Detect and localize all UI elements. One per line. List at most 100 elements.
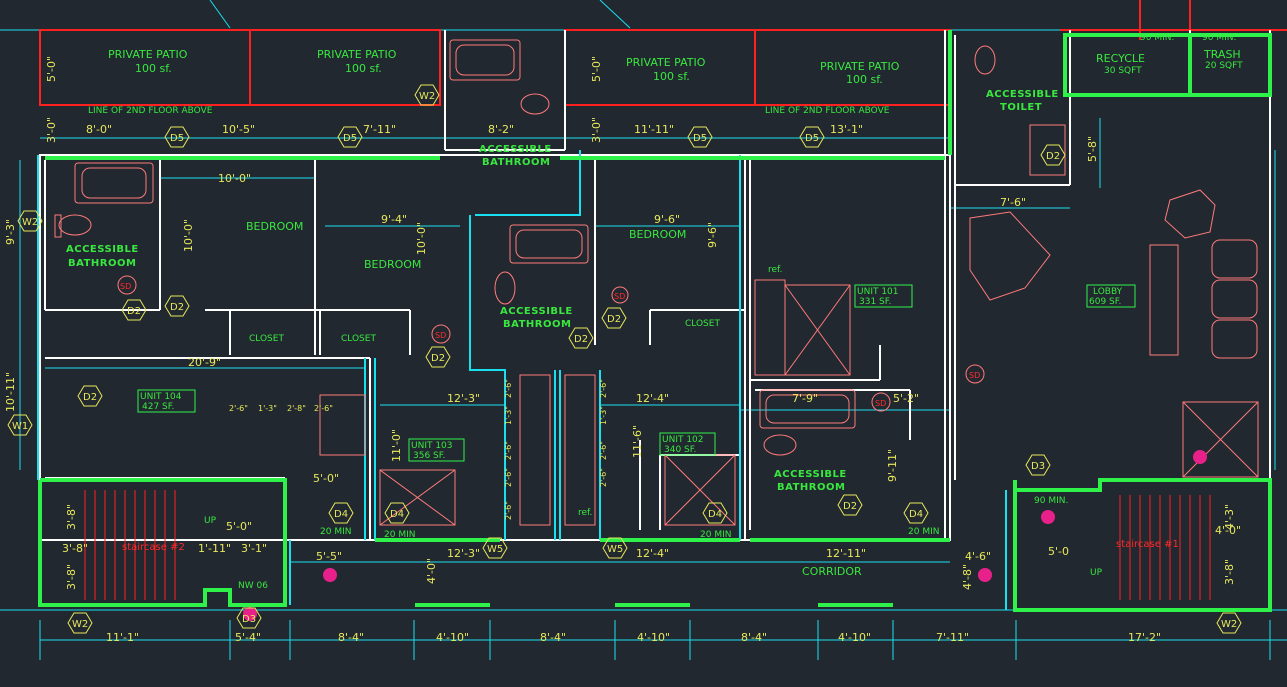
dim-bot-7-11: 7'-11" — [936, 631, 969, 644]
tag-markers — [7, 84, 1242, 634]
dim-left-10-11: 10'-11" — [4, 372, 17, 412]
min20-d: 20 MIN — [908, 527, 939, 537]
bedroom-1-label: BEDROOM — [246, 220, 303, 233]
tag-d4-d: D4 — [909, 509, 923, 520]
toilet-label-a: ACCESSIBLE — [986, 89, 1059, 100]
cyan-walls — [37, 150, 1007, 610]
sd-5: SD — [969, 371, 980, 380]
dim-top-11-11: 11'-11" — [634, 123, 674, 136]
smoke-detectors — [117, 275, 985, 412]
bath-3-label-a: ACCESSIBLE — [500, 306, 573, 317]
fixtures — [54, 39, 1259, 526]
bath-1-label-b: BATHROOM — [68, 258, 136, 269]
sd-2: SD — [435, 331, 446, 340]
bath-2-label-b: BATHROOM — [482, 157, 550, 168]
tag-d5-a: D5 — [170, 133, 184, 144]
dim-k-2-6h: 2'-6" — [599, 468, 608, 487]
ref-1: ref. — [768, 265, 782, 275]
dim-u104-w: 20'-9" — [188, 356, 221, 369]
tag-w5-b: W5 — [607, 544, 623, 555]
dim-stair2-3-8b: 3'-8" — [62, 542, 88, 555]
dim-corr-4-0: 4'-0" — [425, 558, 438, 584]
dim-top-8-2: 8'-2" — [488, 123, 514, 136]
dim-stair1-4-3: 4'-3" — [1223, 504, 1236, 530]
dim-bot-8-4c: 8'-4" — [741, 631, 767, 644]
sd-1: SD — [120, 282, 131, 291]
min20-c: 20 MIN — [700, 530, 731, 540]
dim-stair2-1-11: 1'-11" — [198, 542, 231, 555]
patio-1-name: PRIVATE PATIO — [108, 48, 188, 61]
tag-w2-b: W2 — [22, 217, 38, 228]
dim-bot-4-10a: 4'-10" — [436, 631, 469, 644]
tag-d3-a: D3 — [1031, 461, 1045, 472]
dim-bot-5-4: 5'-4" — [235, 631, 261, 644]
unit-102-box — [659, 432, 716, 456]
tag-d5-b: D5 — [343, 133, 357, 144]
trash-area: 20 SQFT — [1205, 61, 1243, 71]
dim-k-2-6f: 2'-6" — [599, 441, 608, 460]
tag-d5-d: D5 — [805, 133, 819, 144]
tag-d2-e: D2 — [607, 314, 621, 325]
dim-bot-8-4b: 8'-4" — [540, 631, 566, 644]
unit-101-area: 331 SF. — [859, 297, 891, 307]
dim-u103-w: 12'-3" — [447, 392, 480, 405]
unit-103-box — [408, 438, 465, 462]
dim-u101-bath-w: 7'-9" — [792, 392, 818, 405]
dim-k-2-6d: 2'-6" — [504, 441, 513, 460]
bedroom-2-label: BEDROOM — [364, 258, 421, 271]
closet-3-label: CLOSET — [685, 319, 720, 329]
staircase-2-label: staircase #2 — [122, 542, 185, 553]
sd-4: SD — [875, 399, 886, 408]
unit-102-area: 340 SF. — [664, 445, 696, 455]
dim-kitchen-1-3: 1'-3" — [258, 404, 277, 413]
tag-d2-g: D2 — [1046, 151, 1060, 162]
dim-top-8-0: 8'-0" — [86, 123, 112, 136]
dim-corr-12-11: 12'-11" — [826, 547, 866, 560]
recycle-name: RECYCLE — [1096, 52, 1145, 65]
dim-u102-w: 12'-4" — [636, 392, 669, 405]
dim-corr-4-8: 4'-8" — [961, 564, 974, 590]
dimension-lines — [0, 0, 1287, 660]
patio-4-name: PRIVATE PATIO — [820, 60, 900, 73]
dim-bed3-h: 9'-6" — [706, 222, 719, 248]
toilet-label-b: TOILET — [1000, 102, 1042, 113]
dim-lobby-w: 7'-6" — [1000, 196, 1026, 209]
dim-k-2-6i: 2'-6" — [504, 501, 513, 520]
floor-above-note-2: LINE OF 2ND FLOOR ABOVE — [765, 106, 890, 116]
dim-kitchen-2-8: 2'-8" — [287, 404, 306, 413]
staircase-1-label: staircase #1 — [1116, 539, 1179, 550]
dim-u102-h: 11'-6" — [631, 425, 644, 458]
unit-103-area: 356 SF. — [413, 451, 445, 461]
tag-d4-c: D4 — [708, 509, 722, 520]
dim-stair2-5-0: 5'-0" — [226, 520, 252, 533]
patio-3-name: PRIVATE PATIO — [626, 56, 706, 69]
bath-4-label-b: BATHROOM — [777, 482, 845, 493]
dim-kitchen-2-6b: 2'-6" — [314, 404, 333, 413]
min90-c: 90 MIN. — [1034, 496, 1068, 506]
tag-d2-c: D2 — [431, 353, 445, 364]
dim-k-2-6g: 2'-6" — [504, 468, 513, 487]
patio-1-area: 100 sf. — [135, 62, 172, 75]
dim-u103-h: 11'-0" — [390, 429, 403, 462]
bath-2-label-a: ACCESSIBLE — [479, 144, 552, 155]
dim-top-7-11: 7'-11" — [363, 123, 396, 136]
dim-stair1-3-8: 3'-8" — [1223, 559, 1236, 585]
trash-name: TRASH — [1203, 48, 1241, 61]
dim-stair2-3-1: 3'-1" — [241, 542, 267, 555]
bath-4-label-a: ACCESSIBLE — [774, 469, 847, 480]
dim-stair2-3-8a: 3'-8" — [65, 504, 78, 530]
bedroom-3-label: BEDROOM — [629, 228, 686, 241]
dim-corr-12-3: 12'-3" — [447, 547, 480, 560]
stair-treads — [84, 490, 1211, 600]
lobby-name: LOBBY — [1093, 287, 1123, 297]
dim-corr-4-6: 4'-6" — [965, 550, 991, 563]
bath-1-label-a: ACCESSIBLE — [66, 244, 139, 255]
recycle-area: 30 SQFT — [1104, 66, 1142, 76]
dim-bot-11-1: 11'-1" — [106, 631, 139, 644]
tag-d2-f: D2 — [83, 392, 97, 403]
tag-d5-c: D5 — [693, 133, 707, 144]
dim-corr-12-4: 12'-4" — [636, 547, 669, 560]
dim-patio3-depth: 5'-0" — [590, 56, 603, 82]
dim-bot-8-4a: 8'-4" — [338, 631, 364, 644]
dim-k-1-3b: 1'-3" — [504, 406, 513, 425]
